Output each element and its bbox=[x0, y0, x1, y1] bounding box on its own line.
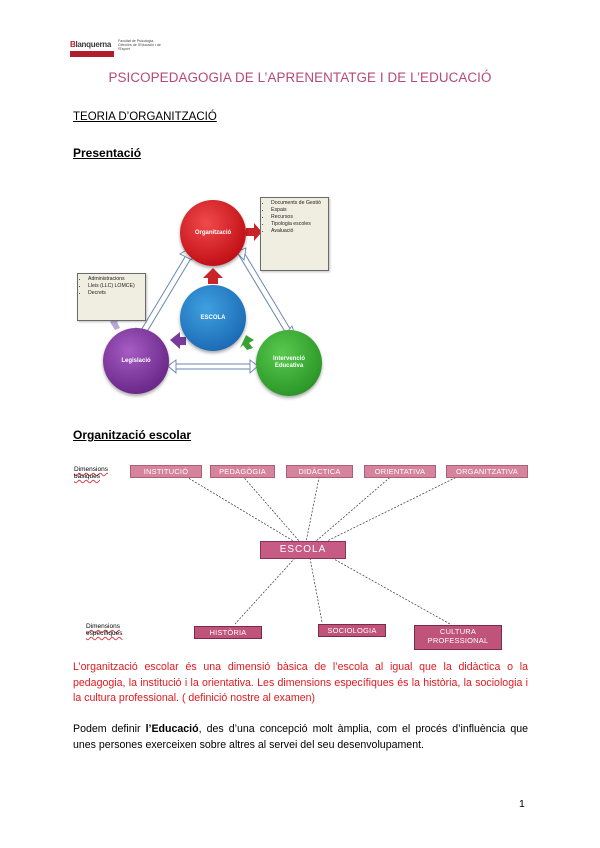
red-arrow-up-icon bbox=[203, 268, 223, 284]
logo-bar bbox=[70, 51, 114, 57]
box-historia: HISTÒRIA bbox=[194, 626, 262, 639]
circle-organitzacio: Organització bbox=[180, 200, 246, 266]
box-didactica: DIDÀCTICA bbox=[286, 465, 353, 478]
document-title: PSICOPEDAGOGIA DE L’APRENENTATGE I DE L’… bbox=[108, 70, 492, 85]
dimensions-diagram: Dimensions bàsiques INSTITUCIÓ PEDAGÒGIA… bbox=[70, 455, 530, 655]
note-item: Avaluació bbox=[271, 228, 325, 235]
dimension-connectors bbox=[179, 472, 466, 625]
label-dimensions-basiques: Dimensions bàsiques bbox=[74, 466, 108, 480]
logo-small-text: Facultat de Psicologia, Ciències de l'Ed… bbox=[118, 39, 161, 52]
box-cultura-professional: CULTURA PROFESSIONAL bbox=[414, 625, 502, 650]
note-item: Lleis (LLC) LOMCE) bbox=[88, 283, 142, 290]
university-logo: Blanquerna Facultat de Psicologia, Ciènc… bbox=[70, 39, 170, 61]
logo-brand: Blanquerna bbox=[70, 40, 112, 49]
section-title: TEORIA D’ORGANITZACIÓ bbox=[73, 111, 217, 123]
heading-organitzacio-escolar: Organització escolar bbox=[73, 428, 192, 442]
note-legislacio: Administracions Lleis (LLC) LOMCE) Decre… bbox=[77, 273, 146, 321]
red-arrow-right-icon bbox=[246, 223, 262, 241]
circle-legislacio: Legislació bbox=[103, 328, 169, 394]
green-arrow-icon bbox=[240, 335, 254, 350]
double-arrows bbox=[139, 248, 293, 370]
note-item: Documents de Gestió bbox=[271, 200, 325, 207]
note-item: Tipologia escoles bbox=[271, 221, 325, 228]
note-item: Decrets bbox=[88, 290, 142, 297]
cycle-diagram: Organització ESCOLA Legislació Intervenc… bbox=[60, 180, 360, 405]
logo-mark: Blanquerna bbox=[70, 39, 118, 59]
paragraph-definition: L’organització escolar és una dimensió b… bbox=[73, 661, 528, 704]
box-organitzativa: ORGANITZATIVA bbox=[446, 465, 528, 478]
paragraph-education: Podem definir l’Educació, des d’una conc… bbox=[73, 723, 528, 751]
box-sociologia: SOCIOLOGIA bbox=[318, 624, 386, 637]
purple-arrow-icon bbox=[170, 332, 186, 349]
heading-presentacio: Presentació bbox=[73, 146, 142, 160]
label-dimensions-especifiques: Dimensions específiques bbox=[86, 623, 123, 637]
box-escola-center: ESCOLA bbox=[260, 541, 346, 559]
note-item: Espais bbox=[271, 207, 325, 214]
page-number: 1 bbox=[519, 798, 525, 810]
note-item: Administracions bbox=[88, 276, 142, 283]
note-item: Recursos bbox=[271, 214, 325, 221]
box-orientativa: ORIENTATIVA bbox=[364, 465, 436, 478]
circle-escola: ESCOLA bbox=[180, 285, 246, 351]
bold-educacio: l’Educació bbox=[145, 723, 199, 735]
box-institucio: INSTITUCIÓ bbox=[130, 465, 202, 478]
note-organitzacio: Documents de Gestió Espais Recursos Tipo… bbox=[260, 197, 329, 271]
box-pedagogia: PEDAGÒGIA bbox=[210, 465, 275, 478]
